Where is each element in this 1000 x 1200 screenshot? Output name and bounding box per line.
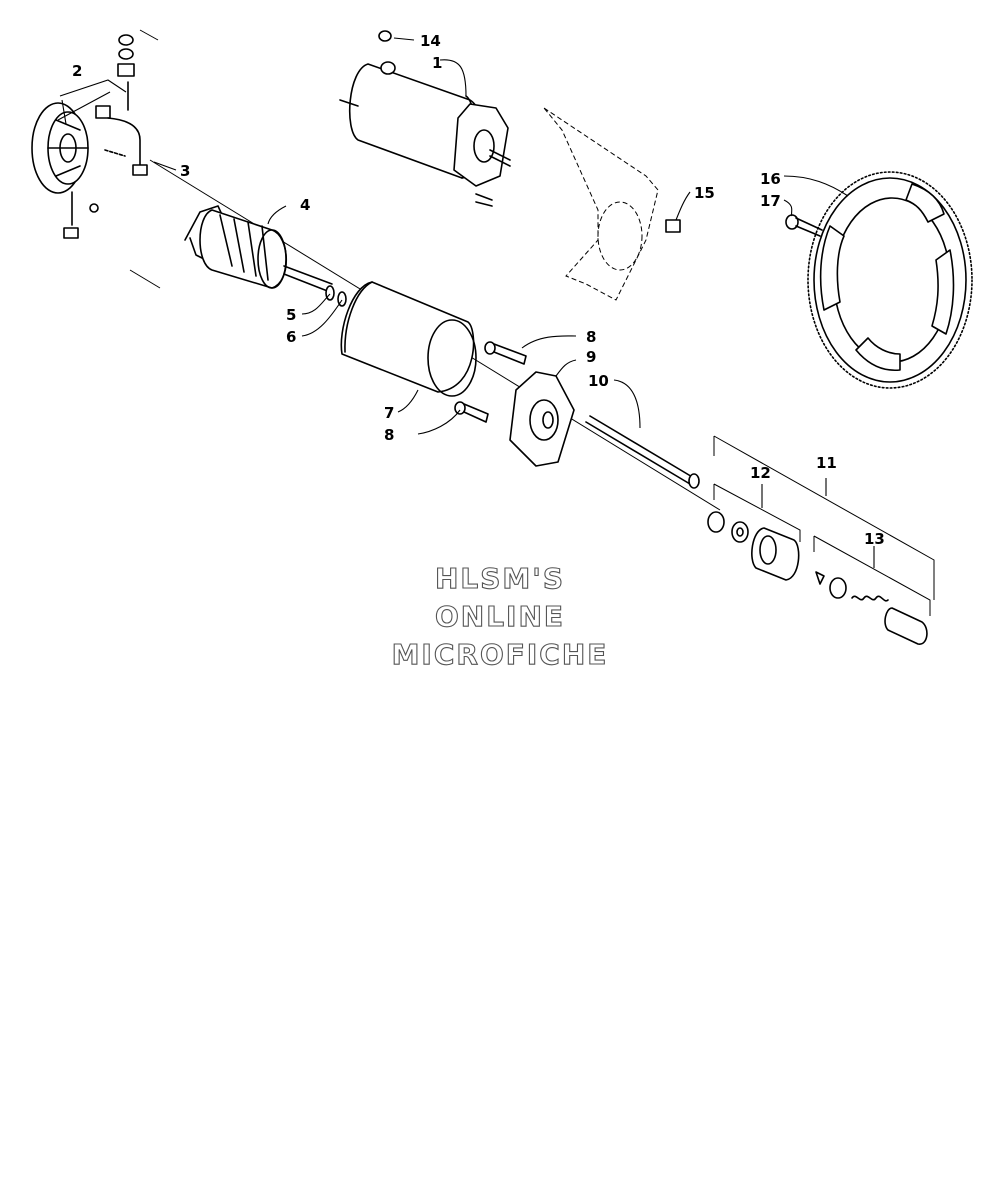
callout-15: 15 (694, 184, 715, 202)
watermark-line-3: MICROFICHE (392, 638, 609, 671)
callout-17: 17 (760, 192, 781, 210)
callout-9: 9 (586, 348, 596, 366)
callout-5: 5 (286, 306, 296, 324)
callout-3: 3 (180, 162, 190, 180)
front-cover (509, 371, 575, 467)
end-plate-brush-holder (31, 102, 148, 239)
through-bolt-lower (454, 401, 489, 423)
mounting-bracket (543, 107, 681, 301)
callout-8-upper: 8 (586, 328, 596, 346)
callout-11: 11 (816, 454, 837, 472)
starter-motor-assembly (339, 61, 511, 207)
callout-6: 6 (286, 328, 296, 346)
callout-7: 7 (384, 404, 394, 422)
watermark: HLSM'S ONLINE MICROFICHE (391, 561, 609, 671)
callout-16: 16 (760, 170, 781, 188)
watermark-line-2: ONLINE (435, 600, 565, 633)
ring-gear (807, 171, 973, 389)
callout-12: 12 (750, 464, 771, 482)
callout-1: 1 (432, 54, 442, 72)
drive-assembly (707, 511, 928, 645)
leader-lines (57, 37, 849, 435)
callout-8-lower: 8 (384, 426, 394, 444)
armature (184, 205, 333, 293)
callout-2: 2 (72, 62, 82, 80)
callout-14: 14 (420, 32, 441, 50)
terminal-hardware (117, 34, 135, 111)
callout-13: 13 (864, 530, 885, 548)
watermark-line-1: HLSM'S (435, 562, 565, 595)
through-bolt-upper (484, 341, 527, 365)
thrust-washer (325, 285, 335, 301)
yoke-housing (340, 281, 477, 397)
terminal-nut (378, 30, 392, 42)
group-brackets (713, 435, 935, 616)
callout-4: 4 (300, 196, 310, 214)
callout-10: 10 (588, 372, 609, 390)
long-through-bolt (585, 415, 700, 489)
